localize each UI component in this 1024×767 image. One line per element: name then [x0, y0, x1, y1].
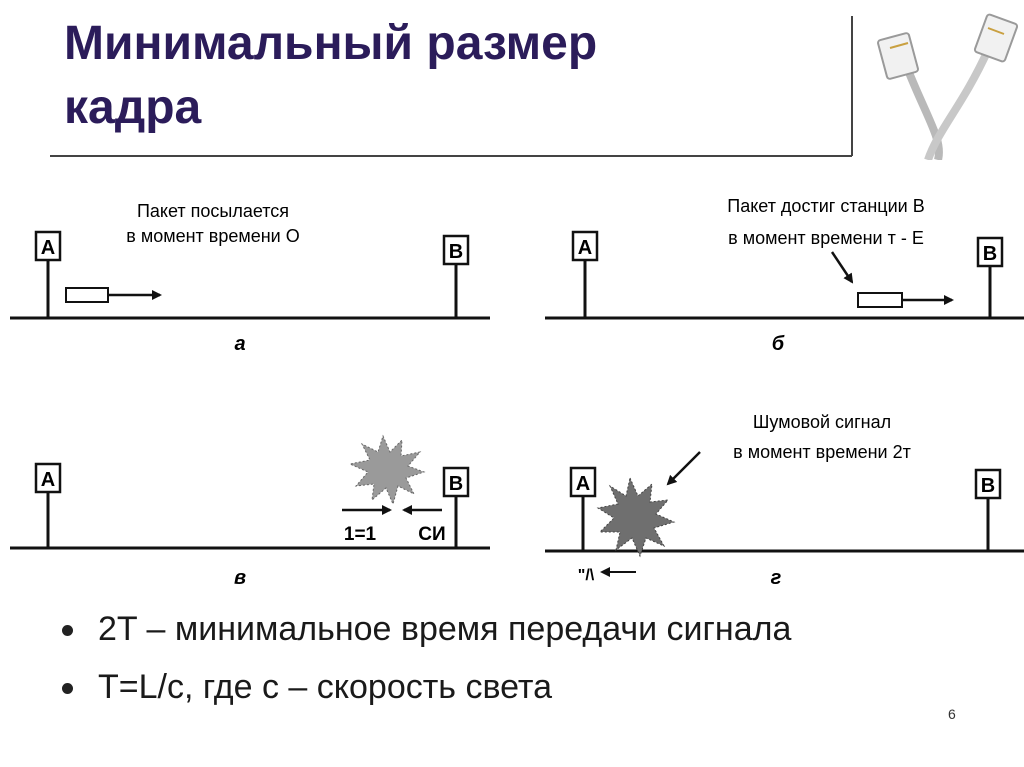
panel-b-packet [857, 292, 903, 308]
title-divider-horizontal [50, 155, 852, 157]
panel-c-arrow-label-2: СИ [418, 524, 445, 545]
panel-d-station-a [569, 466, 597, 498]
slide-title: Минимальный размер кадра [64, 12, 824, 140]
panel-c-noise-burst [348, 434, 426, 506]
panel-a-station-b-label: B [449, 241, 463, 263]
panel-b-pointer-arrow [830, 251, 854, 284]
panel-d-station-b [974, 468, 1002, 500]
panel-c: A B 1=1 СИ в [10, 434, 490, 589]
panel-a-station-a [34, 230, 62, 262]
panel-a-caption-line-1: Пакет посылается [137, 201, 289, 221]
panel-b-caption-line-1: Пакет достиг станции В [727, 196, 924, 216]
panel-d: A B Шумовой сигнал в момент времени 2т "… [545, 412, 1024, 589]
page-number: 6 [948, 706, 956, 722]
panel-c-station-a [34, 462, 62, 494]
panel-d-pointer-arrow [666, 451, 701, 486]
bullet-item-1: 2T – минимальное время передачи сигнала [60, 600, 791, 658]
panel-b-station-a-label: A [578, 237, 592, 259]
panel-d-noise-burst [596, 476, 676, 558]
panel-d-station-b-label: B [981, 475, 995, 497]
panel-d-label: г [771, 567, 782, 589]
title-divider-vertical [851, 16, 853, 156]
network-cable-icon [877, 13, 1019, 160]
panel-c-station-b [442, 466, 470, 498]
slide-title-line-1: Минимальный размер [64, 17, 598, 70]
panel-b-label: б [772, 333, 785, 355]
panel-d-caption-line-2: в момент времени 2т [733, 442, 911, 462]
slide-title-line-2: кадра [64, 81, 202, 134]
panel-a-label: а [234, 333, 245, 355]
panel-c-station-a-label: A [41, 469, 55, 491]
panel-a-caption-line-2: в момент времени О [126, 226, 300, 246]
panel-a-packet [65, 287, 109, 303]
panel-b-station-b-label: B [983, 243, 997, 265]
panel-a-station-a-label: A [41, 237, 55, 259]
bullet-item-2: T=L/c, где c – скорость света [60, 658, 791, 716]
panel-c-station-b-label: B [449, 473, 463, 495]
panel-d-bottom-mark: "/\ [578, 567, 595, 584]
panel-a-station-b [442, 234, 470, 266]
panel-b: A B Пакет достиг станции В в момент врем… [545, 196, 1024, 355]
panel-b-station-b [976, 236, 1004, 268]
panel-c-arrow-label-1: 1=1 [344, 524, 377, 545]
panel-c-label: в [234, 567, 246, 589]
panel-a: A B Пакет посылается в момент времени О … [10, 201, 490, 355]
panel-d-caption-line-1: Шумовой сигнал [753, 412, 891, 432]
panel-b-caption-line-2: в момент времени т - Е [728, 228, 924, 248]
panel-b-station-a [571, 230, 599, 262]
panel-d-station-a-label: A [576, 473, 590, 495]
bullet-list: 2T – минимальное время передачи сигнала … [60, 600, 791, 716]
